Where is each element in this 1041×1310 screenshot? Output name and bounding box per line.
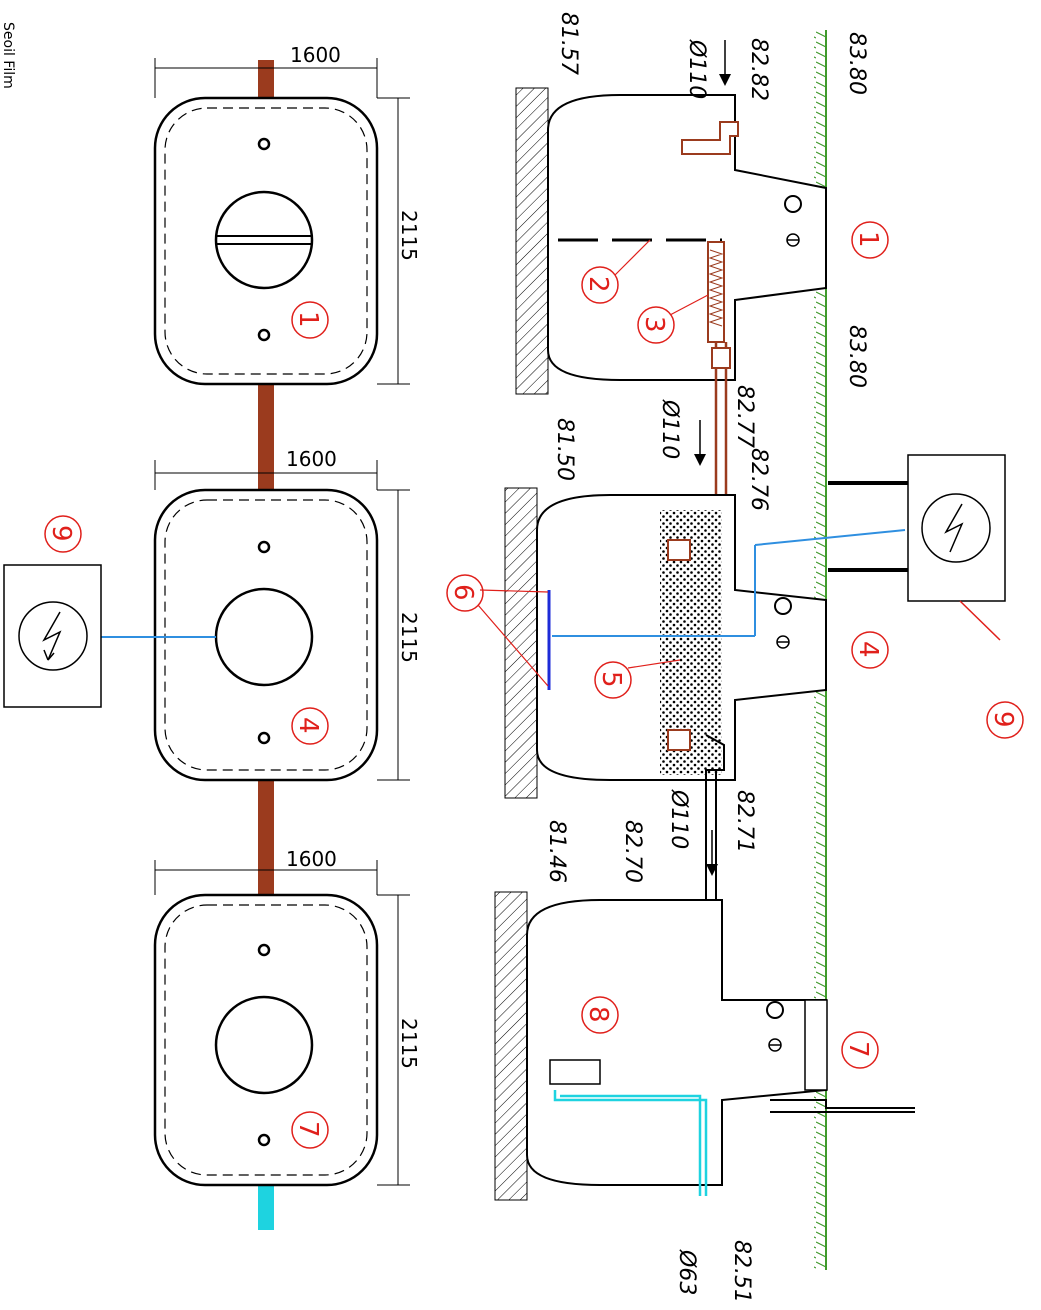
- section-callout-3: 3: [637, 294, 709, 344]
- svg-text:1: 1: [853, 231, 883, 248]
- credit-label: Seoil Film: [0, 0, 24, 200]
- ground-level-2: 83.80: [844, 325, 869, 388]
- plan-tank-2: [153, 488, 379, 782]
- credit-text: Seoil Film: [0, 22, 16, 89]
- svg-text:4: 4: [293, 717, 323, 734]
- plan-callout-9: 9: [44, 515, 82, 553]
- section-callout-6: 6: [446, 574, 549, 687]
- svg-text:5: 5: [596, 671, 626, 688]
- svg-text:3: 3: [639, 316, 669, 333]
- base-slab-3: [494, 891, 528, 1201]
- inlet-level: 82.82: [746, 38, 771, 101]
- inlet-diameter: Ø110: [684, 39, 709, 99]
- inlet-elbow: [681, 121, 739, 155]
- section-callout-7: 7: [841, 1031, 879, 1069]
- plan-pipe-1-2: [258, 378, 274, 508]
- base-slab-2: [504, 487, 538, 799]
- section-callout-5: 5: [594, 659, 681, 699]
- section-tank-1: [547, 94, 827, 381]
- tank-1-width: 1600: [290, 43, 341, 67]
- tank-2-outlet-level: 82.71: [732, 790, 757, 853]
- plan-tank-1: [153, 96, 379, 386]
- base-slab-1: [515, 87, 549, 395]
- svg-text:4: 4: [853, 641, 883, 658]
- tank-1-outlet-level: 82.77: [732, 385, 757, 448]
- plan-tank-3: [153, 893, 379, 1187]
- plan-callout-1: 1: [291, 301, 329, 339]
- pump: [549, 1059, 601, 1085]
- tank-2-bottom: 81.50: [552, 418, 577, 481]
- tank-1-length: 2115: [397, 210, 421, 261]
- plan-pipe-2-3: [258, 780, 274, 900]
- section-control-box: [828, 454, 1006, 641]
- svg-text:2: 2: [583, 276, 613, 293]
- tank-3-width: 1600: [286, 847, 337, 871]
- section-callout-2: 2: [581, 239, 651, 304]
- svg-text:7: 7: [843, 1041, 873, 1058]
- tank-2-length: 2115: [397, 612, 421, 663]
- plan-dimensions: [154, 58, 410, 1186]
- svg-text:7: 7: [293, 1121, 323, 1138]
- tank-3-inlet-level: 82.70: [620, 820, 645, 883]
- tank-2-width: 1600: [286, 447, 337, 471]
- section-callout-9: 9: [986, 701, 1024, 739]
- tank-3-bottom: 81.46: [544, 820, 569, 883]
- svg-text:8: 8: [583, 1006, 613, 1023]
- ground-level-1: 83.80: [844, 32, 869, 95]
- section-callout-1: 1: [851, 221, 889, 259]
- svg-text:9: 9: [46, 525, 76, 542]
- section-callout-4: 4: [851, 631, 889, 669]
- section-tank-3: [526, 899, 827, 1186]
- section-tank-2: [536, 494, 827, 781]
- outlet-level: 82.51: [729, 1240, 754, 1303]
- svg-text:1: 1: [293, 311, 323, 328]
- svg-text:6: 6: [448, 584, 478, 601]
- outlet-riser: [553, 1090, 708, 1196]
- pipe-1-2-diameter: Ø110: [657, 399, 682, 459]
- svg-text:9: 9: [988, 711, 1018, 728]
- tank-2-inlet-level: 82.76: [746, 448, 771, 511]
- tank-1-bottom: 81.57: [556, 12, 581, 75]
- vent-pipe: [770, 1099, 915, 1113]
- plan-control-box: [3, 564, 102, 708]
- outlet-diameter: Ø63: [674, 1249, 699, 1295]
- tank-3-length: 2115: [397, 1018, 421, 1069]
- plan-callout-7: 7: [291, 1111, 329, 1149]
- plan-callout-4: 4: [291, 707, 329, 745]
- pipe-2-3-diameter: Ø110: [666, 789, 691, 849]
- section-callout-8: 8: [581, 996, 619, 1034]
